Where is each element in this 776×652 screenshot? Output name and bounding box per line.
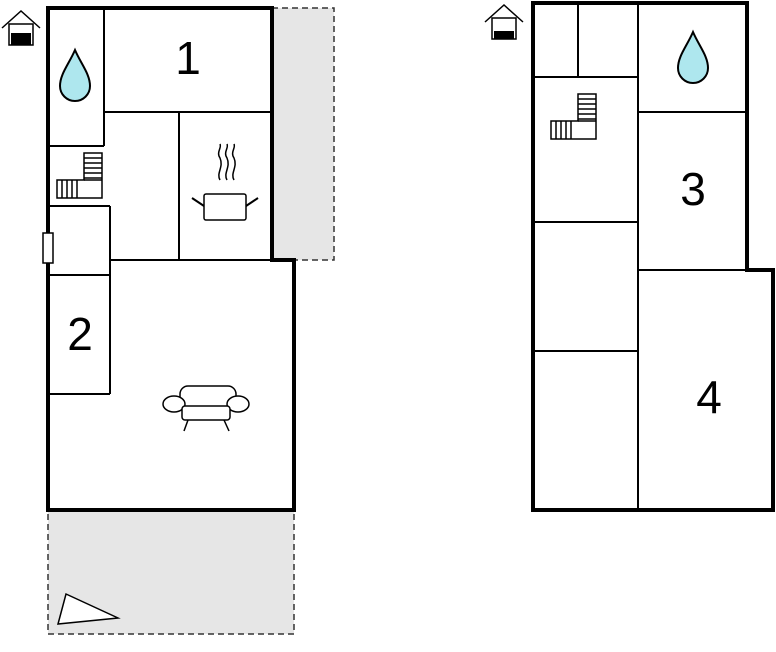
ground-floor-plan: 1 2 <box>1 6 335 635</box>
terrace-side <box>271 7 335 261</box>
house-ground-floor-icon <box>1 9 41 46</box>
cooking-pot-icon <box>191 143 259 221</box>
ground-floor-interior-walls <box>48 8 272 395</box>
room-number-1: 1 <box>175 32 201 84</box>
house-upper-floor-icon <box>484 3 524 40</box>
stairs-icon <box>550 93 597 140</box>
water-drop-icon <box>676 29 710 84</box>
upper-floor-interior-walls <box>533 3 747 510</box>
room-number-4: 4 <box>696 371 722 423</box>
ground-floor-outer-wall <box>46 6 296 512</box>
water-drop-icon <box>58 47 92 102</box>
upper-floor-plan: 3 4 <box>484 1 775 512</box>
room-number-3: 3 <box>680 163 706 215</box>
sofa-icon <box>162 385 250 432</box>
stairs-icon <box>56 152 103 199</box>
room-number-2: 2 <box>67 308 93 360</box>
sun-lounger-icon <box>56 592 121 625</box>
door-icon <box>42 232 54 264</box>
upper-floor-outer-wall <box>531 1 775 512</box>
